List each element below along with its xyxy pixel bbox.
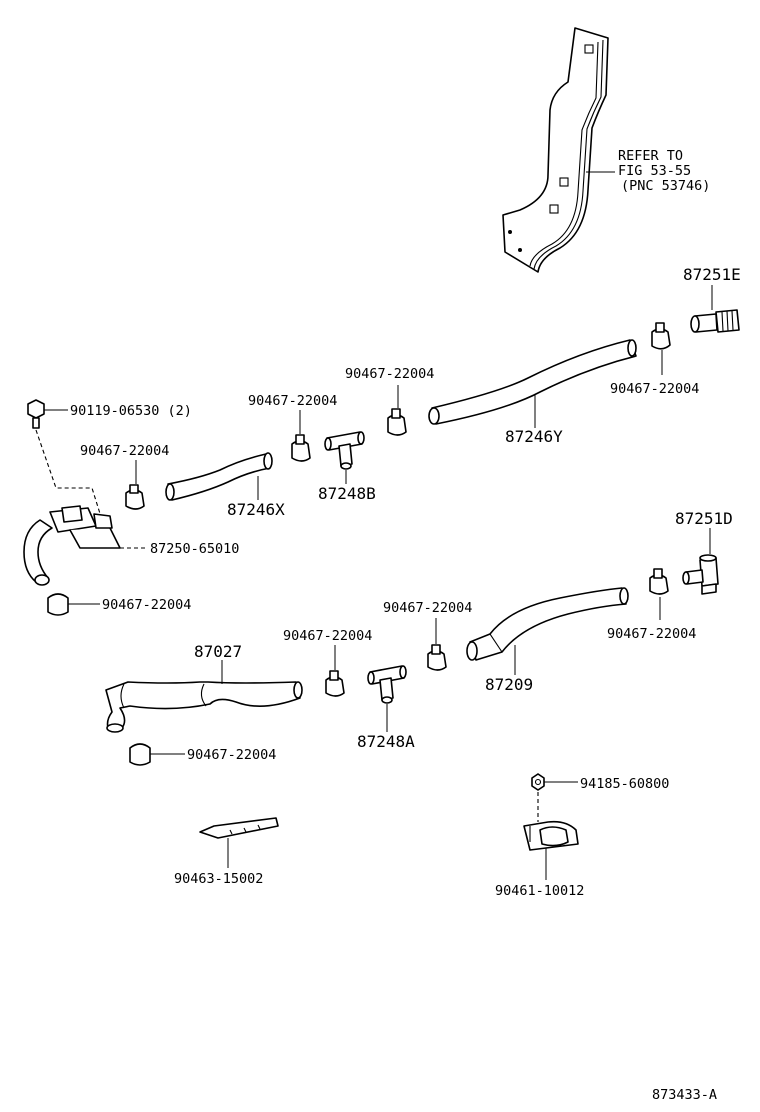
label-87246X: 87246X xyxy=(227,500,285,519)
hose-87246X xyxy=(165,452,273,501)
bolt-90119 xyxy=(27,399,45,429)
clamp-top-left xyxy=(291,434,311,462)
label-87251E: 87251E xyxy=(683,265,741,284)
fitting-87251E xyxy=(690,309,740,333)
label-90119: 90119-06530 (2) xyxy=(70,403,192,419)
hose-87209 xyxy=(466,587,629,661)
hose-87246Y xyxy=(428,339,637,425)
refer-note-line3: (PNC 53746) xyxy=(621,178,710,194)
label-90461: 90461-10012 xyxy=(495,883,584,899)
label-87209: 87209 xyxy=(485,675,533,694)
label-90467-mid-right: 90467-22004 xyxy=(383,600,472,616)
label-90463: 90463-15002 xyxy=(174,871,263,887)
clamp-top-mid xyxy=(387,408,407,436)
label-90467-r2: 90467-22004 xyxy=(607,626,696,642)
refer-note-line2: FIG 53-55 xyxy=(618,163,691,179)
label-87251D: 87251D xyxy=(675,509,733,528)
clamp-left-mid xyxy=(47,593,69,616)
tee-87248B xyxy=(324,431,365,470)
label-87248B: 87248B xyxy=(318,484,376,503)
tee-87248A xyxy=(367,665,407,704)
clamp-top-right xyxy=(651,322,671,350)
clamp-mid-center-left xyxy=(325,670,345,697)
label-90467-mid-left: 90467-22004 xyxy=(283,628,372,644)
label-87250: 87250-65010 xyxy=(150,541,239,557)
valve-87250 xyxy=(23,505,121,586)
figure-id: 873433-A xyxy=(652,1087,717,1103)
clamp-mid-center-right xyxy=(427,644,447,671)
bracket-part xyxy=(502,27,609,273)
label-87246Y: 87246Y xyxy=(505,427,563,446)
label-90467-top-mid: 90467-22004 xyxy=(345,366,434,382)
label-90467-left-mid: 90467-22004 xyxy=(102,597,191,613)
hose-87027 xyxy=(105,681,303,733)
refer-note-line1: REFER TO xyxy=(618,148,683,164)
label-90467-bottom: 90467-22004 xyxy=(187,747,276,763)
label-94185: 94185-60800 xyxy=(580,776,669,792)
label-90467-top-left: 90467-22004 xyxy=(248,393,337,409)
clamp-bottom xyxy=(129,743,151,766)
label-90467-r1: 90467-22004 xyxy=(610,381,699,397)
label-87248A: 87248A xyxy=(357,732,415,751)
band-90463 xyxy=(199,817,279,839)
fitting-87251D xyxy=(682,554,719,595)
nut-94185 xyxy=(531,773,545,791)
clamp-mid-right xyxy=(649,568,669,595)
label-90467-left-upper: 90467-22004 xyxy=(80,443,169,459)
clip-90461 xyxy=(523,820,579,851)
clamp-left-upper xyxy=(125,484,145,510)
label-87027: 87027 xyxy=(194,642,242,661)
